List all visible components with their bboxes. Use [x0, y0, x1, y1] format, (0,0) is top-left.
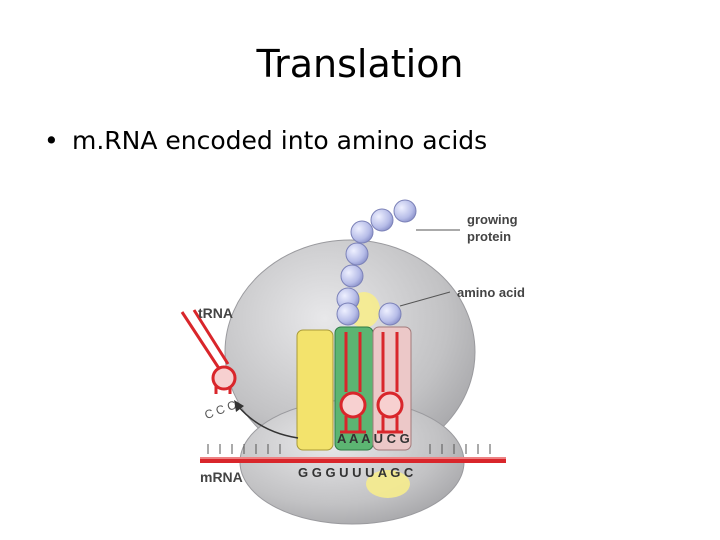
bullet-item: • m.RNA encoded into amino acids [44, 126, 487, 155]
amino-acid-bead [350, 220, 374, 244]
amino-acid-bead [393, 199, 417, 223]
anticodon-exiting-label: C C C [203, 398, 239, 422]
amino-acid-bead [370, 208, 394, 232]
codon-bottom-label: G G G U U U A G C [298, 465, 414, 480]
mrna-label: mRNA [200, 469, 243, 485]
bullet-text: m.RNA encoded into amino acids [72, 126, 488, 155]
trna-p-site [339, 332, 367, 434]
growing-protein-label-line1: growing [467, 212, 518, 227]
trna-label: tRNA [198, 305, 233, 321]
anticodon-top-label: A A A U C G [337, 431, 410, 446]
trna-a-site [376, 332, 404, 434]
amino-acid-bead [345, 242, 369, 266]
trna-exiting [180, 309, 237, 394]
yellow-site [296, 329, 334, 451]
mrna-ticks [207, 444, 491, 454]
exit-arrow [237, 405, 299, 439]
growing-protein-chain [336, 199, 417, 326]
amino-acid-label: amino acid [457, 285, 525, 300]
amino-acid-bead [378, 302, 402, 326]
translation-diagram: C C C growing protein amino acid tRNA A … [180, 199, 525, 525]
bullet-marker: • [44, 126, 59, 155]
yellow-glow [366, 470, 410, 498]
amino-acid-bead [336, 302, 360, 326]
amino-acid-bead [340, 264, 364, 288]
growing-protein-label-line2: protein [467, 229, 511, 244]
slide-title: Translation [256, 42, 464, 86]
amino-acid-callout [399, 291, 451, 307]
exit-arrow-head-icon [234, 400, 244, 412]
